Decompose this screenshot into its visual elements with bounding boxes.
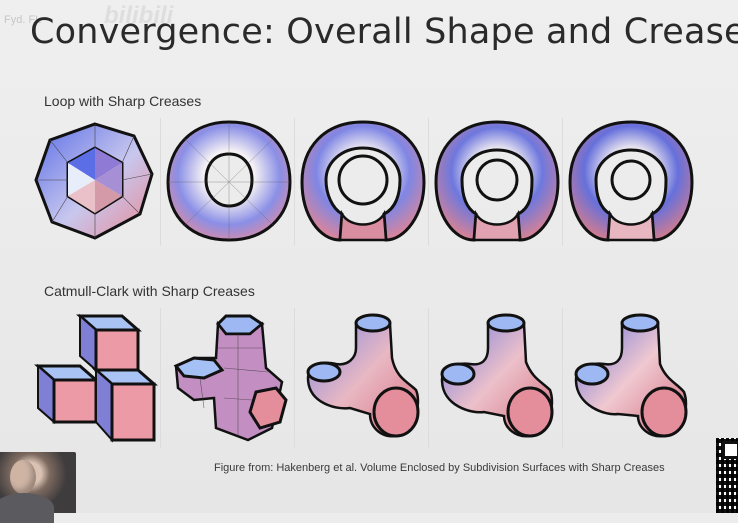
watermark-text: Fyd. FL (4, 14, 42, 26)
loop-level-3-figure (432, 118, 563, 246)
loop-level-4-svg (568, 120, 694, 242)
slide-title: Convergence: Overall Shape and Creases (30, 12, 738, 52)
cc-level-2-svg (306, 313, 420, 438)
loop-level-2-figure (298, 118, 429, 246)
loop-level-0-figure (30, 118, 161, 246)
cc-level-0-svg (34, 313, 158, 443)
loop-level-1-svg (166, 120, 292, 242)
loop-subdivision-row (30, 118, 700, 246)
qr-finder-pattern (722, 441, 738, 459)
cc-level-4-figure (566, 308, 696, 448)
presenter-webcam (0, 452, 76, 523)
cc-level-3-figure (432, 308, 563, 448)
row-label-loop: Loop with Sharp Creases (44, 93, 202, 109)
cc-level-4-svg (574, 313, 688, 438)
bilibili-logo: bilibili (104, 2, 174, 29)
loop-level-3-svg (434, 120, 560, 242)
cc-level-2-figure (298, 308, 429, 448)
loop-level-4-figure (566, 118, 696, 246)
cc-level-1-figure (164, 308, 295, 448)
loop-level-2-svg (300, 120, 426, 242)
catmull-clark-subdivision-row (30, 308, 700, 448)
row-label-catmull-clark: Catmull-Clark with Sharp Creases (44, 283, 255, 299)
presenter-shoulders (0, 493, 54, 523)
figure-caption: Figure from: Hakenberg et al. Volume Enc… (214, 462, 665, 474)
cc-level-1-svg (173, 314, 288, 442)
loop-level-1-figure (164, 118, 295, 246)
cc-level-0-figure (30, 308, 161, 448)
presenter-face (10, 460, 36, 494)
cc-level-3-svg (440, 313, 554, 438)
loop-level-0-svg (34, 122, 154, 240)
